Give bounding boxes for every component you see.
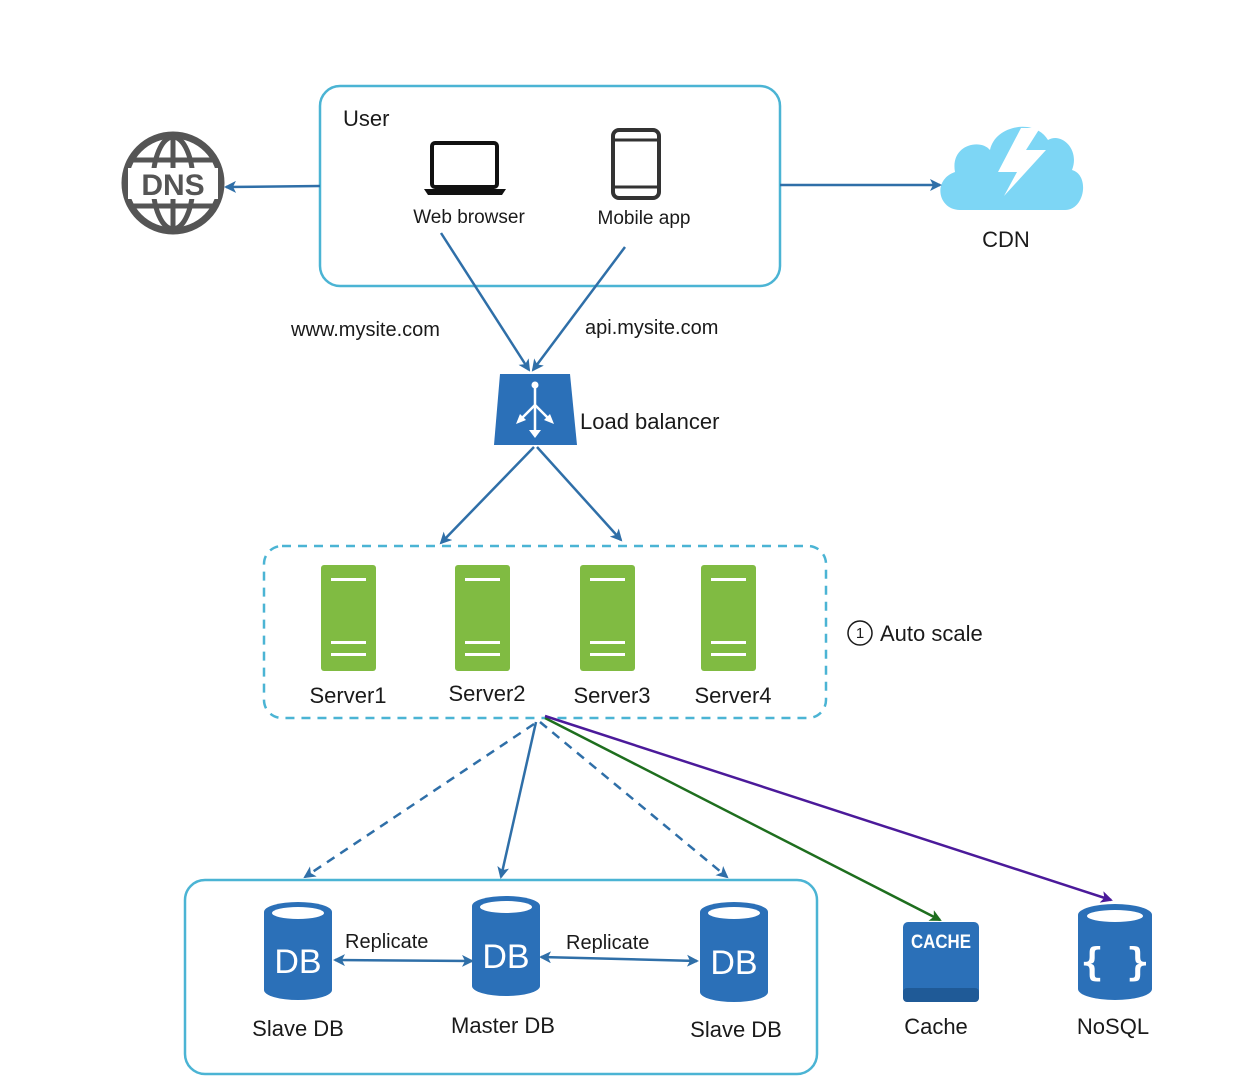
mobile-app-label: Mobile app	[598, 208, 691, 229]
server-to-nosql-arrow	[544, 714, 1113, 903]
db-glyph: DB	[274, 943, 321, 981]
nosql-glyph: { }	[1081, 940, 1150, 984]
server-to-slave-left-arrow	[303, 722, 535, 879]
db-glyph: DB	[710, 944, 757, 982]
server-to-slave-right-arrow	[539, 721, 729, 879]
replicate-right-label: Replicate	[566, 932, 649, 954]
slave-db-left-label: Slave DB	[252, 1016, 344, 1041]
server-icon	[321, 565, 376, 671]
server-icon	[701, 565, 756, 671]
server-to-master-arrow	[497, 721, 538, 879]
web-domain-label: www.mysite.com	[290, 319, 440, 341]
replicate-right-arrow	[539, 951, 699, 967]
database-icon: DB	[472, 896, 540, 996]
replicate-left-label: Replicate	[345, 931, 428, 953]
cache-icon: CACHE	[903, 922, 979, 1002]
phone-icon	[611, 128, 661, 200]
database-group-box	[183, 878, 819, 1076]
web-to-lb-arrow	[439, 232, 531, 372]
database-icon: DB	[264, 902, 332, 1000]
slave-db-right-label: Slave DB	[690, 1017, 782, 1042]
load-balancer-icon	[494, 374, 577, 445]
master-db-label: Master DB	[451, 1013, 555, 1038]
lb-to-server-left-arrow	[439, 446, 535, 545]
cdn-cloud-icon	[940, 126, 1084, 210]
auto-scale-number: 1	[856, 625, 864, 642]
mobile-to-lb-arrow	[531, 246, 627, 372]
dns-text: DNS	[141, 169, 204, 202]
db-glyph: DB	[482, 938, 529, 976]
database-icon: DB	[700, 902, 768, 1002]
laptop-icon	[424, 141, 506, 195]
dns-globe-icon: DNS	[121, 131, 225, 235]
server-to-cache-arrow	[544, 716, 942, 922]
lb-to-server-right-arrow	[536, 446, 623, 542]
nosql-icon: { }	[1078, 904, 1152, 1000]
server-label: Server3	[573, 683, 650, 708]
server-label: Server2	[448, 681, 525, 706]
server-icon	[455, 565, 510, 671]
replicate-left-arrow	[333, 954, 474, 967]
user-to-dns-arrow	[224, 180, 321, 193]
web-browser-label: Web browser	[413, 207, 525, 228]
nosql-label: NoSQL	[1077, 1014, 1149, 1039]
server-label: Server4	[694, 683, 771, 708]
api-domain-label: api.mysite.com	[585, 317, 718, 339]
user-group-title: User	[343, 106, 389, 131]
server-icon	[580, 565, 635, 671]
server-label: Server1	[309, 683, 386, 708]
load-balancer-label: Load balancer	[580, 409, 719, 434]
cdn-label: CDN	[982, 227, 1030, 252]
auto-scale-label: Auto scale	[880, 621, 983, 646]
auto-scale-number-circle	[847, 620, 873, 646]
cache-glyph: CACHE	[911, 932, 971, 953]
cache-label: Cache	[904, 1014, 968, 1039]
